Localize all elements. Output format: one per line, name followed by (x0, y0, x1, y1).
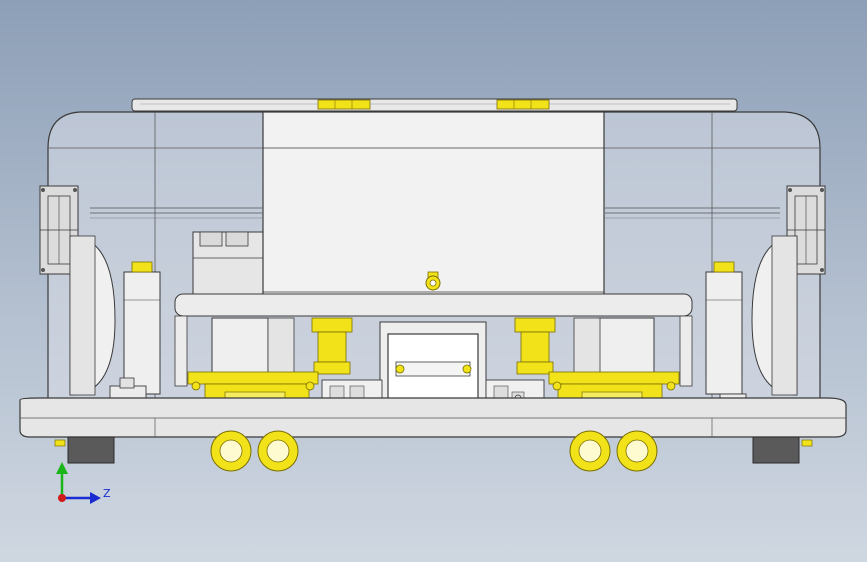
triad-z-label: Z (103, 487, 111, 500)
triad-y-arrow-icon (56, 462, 68, 474)
top-cover-plate (131, 98, 738, 112)
center-connector-nut (425, 271, 441, 291)
main-enclosure-box (262, 111, 605, 301)
chassis-frame (174, 293, 693, 387)
top-yellow-clamp-left (317, 99, 371, 110)
base-plate (19, 397, 847, 438)
triad-origin-icon (58, 494, 66, 502)
left-vertical-post (123, 261, 161, 395)
left-foot (54, 436, 115, 464)
right-side-bracket (786, 185, 826, 275)
right-vertical-post (705, 261, 743, 395)
caster-wheels-right-pair (569, 430, 658, 472)
triad-z-arrow-icon (90, 492, 101, 504)
right-motor-block (573, 317, 655, 377)
left-motor-block (211, 317, 295, 377)
caster-wheels-left-pair (210, 430, 299, 472)
top-yellow-clamp-right (496, 99, 550, 110)
battery-block (192, 231, 266, 295)
left-drive-wheel (69, 235, 116, 396)
right-yellow-lift-column (514, 317, 556, 375)
axis-triad[interactable]: Z (56, 462, 111, 504)
right-foot (752, 436, 813, 464)
left-yellow-lift-column (311, 317, 353, 375)
right-drive-wheel (751, 235, 798, 396)
